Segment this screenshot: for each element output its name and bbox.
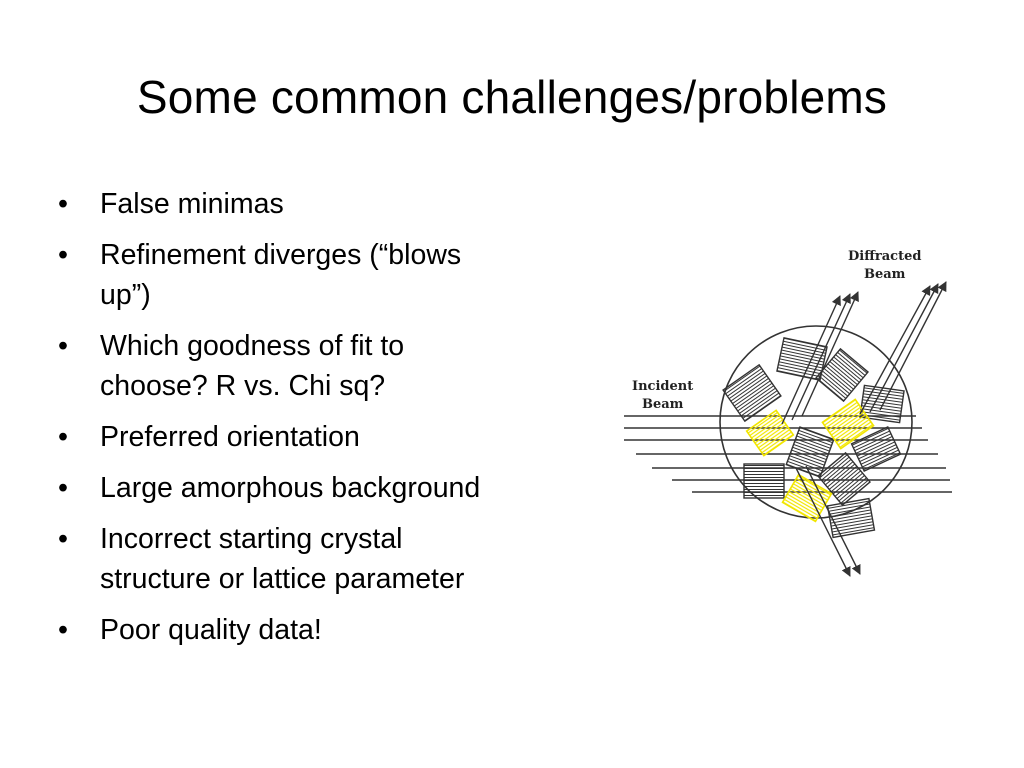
- bullet-dot: •: [58, 239, 68, 271]
- diffracted-beam-label: Beam: [864, 267, 906, 282]
- bullet-text-line: Refinement diverges (“blows: [100, 239, 462, 271]
- bullet-item: • Incorrect starting crystal structure o…: [58, 519, 598, 599]
- incident-beam-label: Incident: [632, 379, 693, 394]
- bullet-item: • Which goodness of fit to choose? R vs.…: [58, 326, 598, 406]
- diffracted-beam-label: Diffracted: [848, 249, 921, 264]
- bullet-item: • False minimas: [58, 184, 598, 224]
- bullet-text-line: choose? R vs. Chi sq?: [100, 370, 386, 402]
- bullet-dot: •: [58, 472, 68, 504]
- bullet-list: • False minimas • Refinement diverges (“…: [58, 184, 598, 661]
- bullet-item: • Large amorphous background: [58, 468, 598, 508]
- bullet-dot: •: [58, 330, 68, 362]
- bullet-text-line: Which goodness of fit to: [100, 330, 405, 362]
- bullet-text-line: up”): [100, 279, 151, 311]
- bullet-dot: •: [58, 188, 68, 220]
- incident-beam-label: Beam: [642, 397, 684, 412]
- bullet-text-line: Incorrect starting crystal: [100, 523, 403, 555]
- diffraction-diagram: Diffracted Beam Incident Beam: [624, 249, 952, 577]
- diffraction-figure: Diffracted Beam Incident Beam: [612, 236, 968, 596]
- bullet-item: • Poor quality data!: [58, 610, 598, 650]
- bullet-dot: •: [58, 421, 68, 453]
- bullet-dot: •: [58, 614, 68, 646]
- bullet-item: • Refinement diverges (“blows up”): [58, 235, 598, 315]
- diffracted-beam-arrows: [781, 281, 947, 425]
- bullet-text-line: False minimas: [100, 188, 284, 220]
- bullet-dot: •: [58, 523, 68, 555]
- bullet-text-line: Poor quality data!: [100, 614, 322, 646]
- bullet-text-line: Large amorphous background: [100, 472, 481, 504]
- bullet-item: • Preferred orientation: [58, 417, 598, 457]
- bullet-text-line: Preferred orientation: [100, 421, 360, 453]
- slide-title: Some common challenges/problems: [136, 71, 888, 123]
- transmitted-beam-arrows: [795, 465, 861, 577]
- bullet-text-line: structure or lattice parameter: [100, 563, 465, 595]
